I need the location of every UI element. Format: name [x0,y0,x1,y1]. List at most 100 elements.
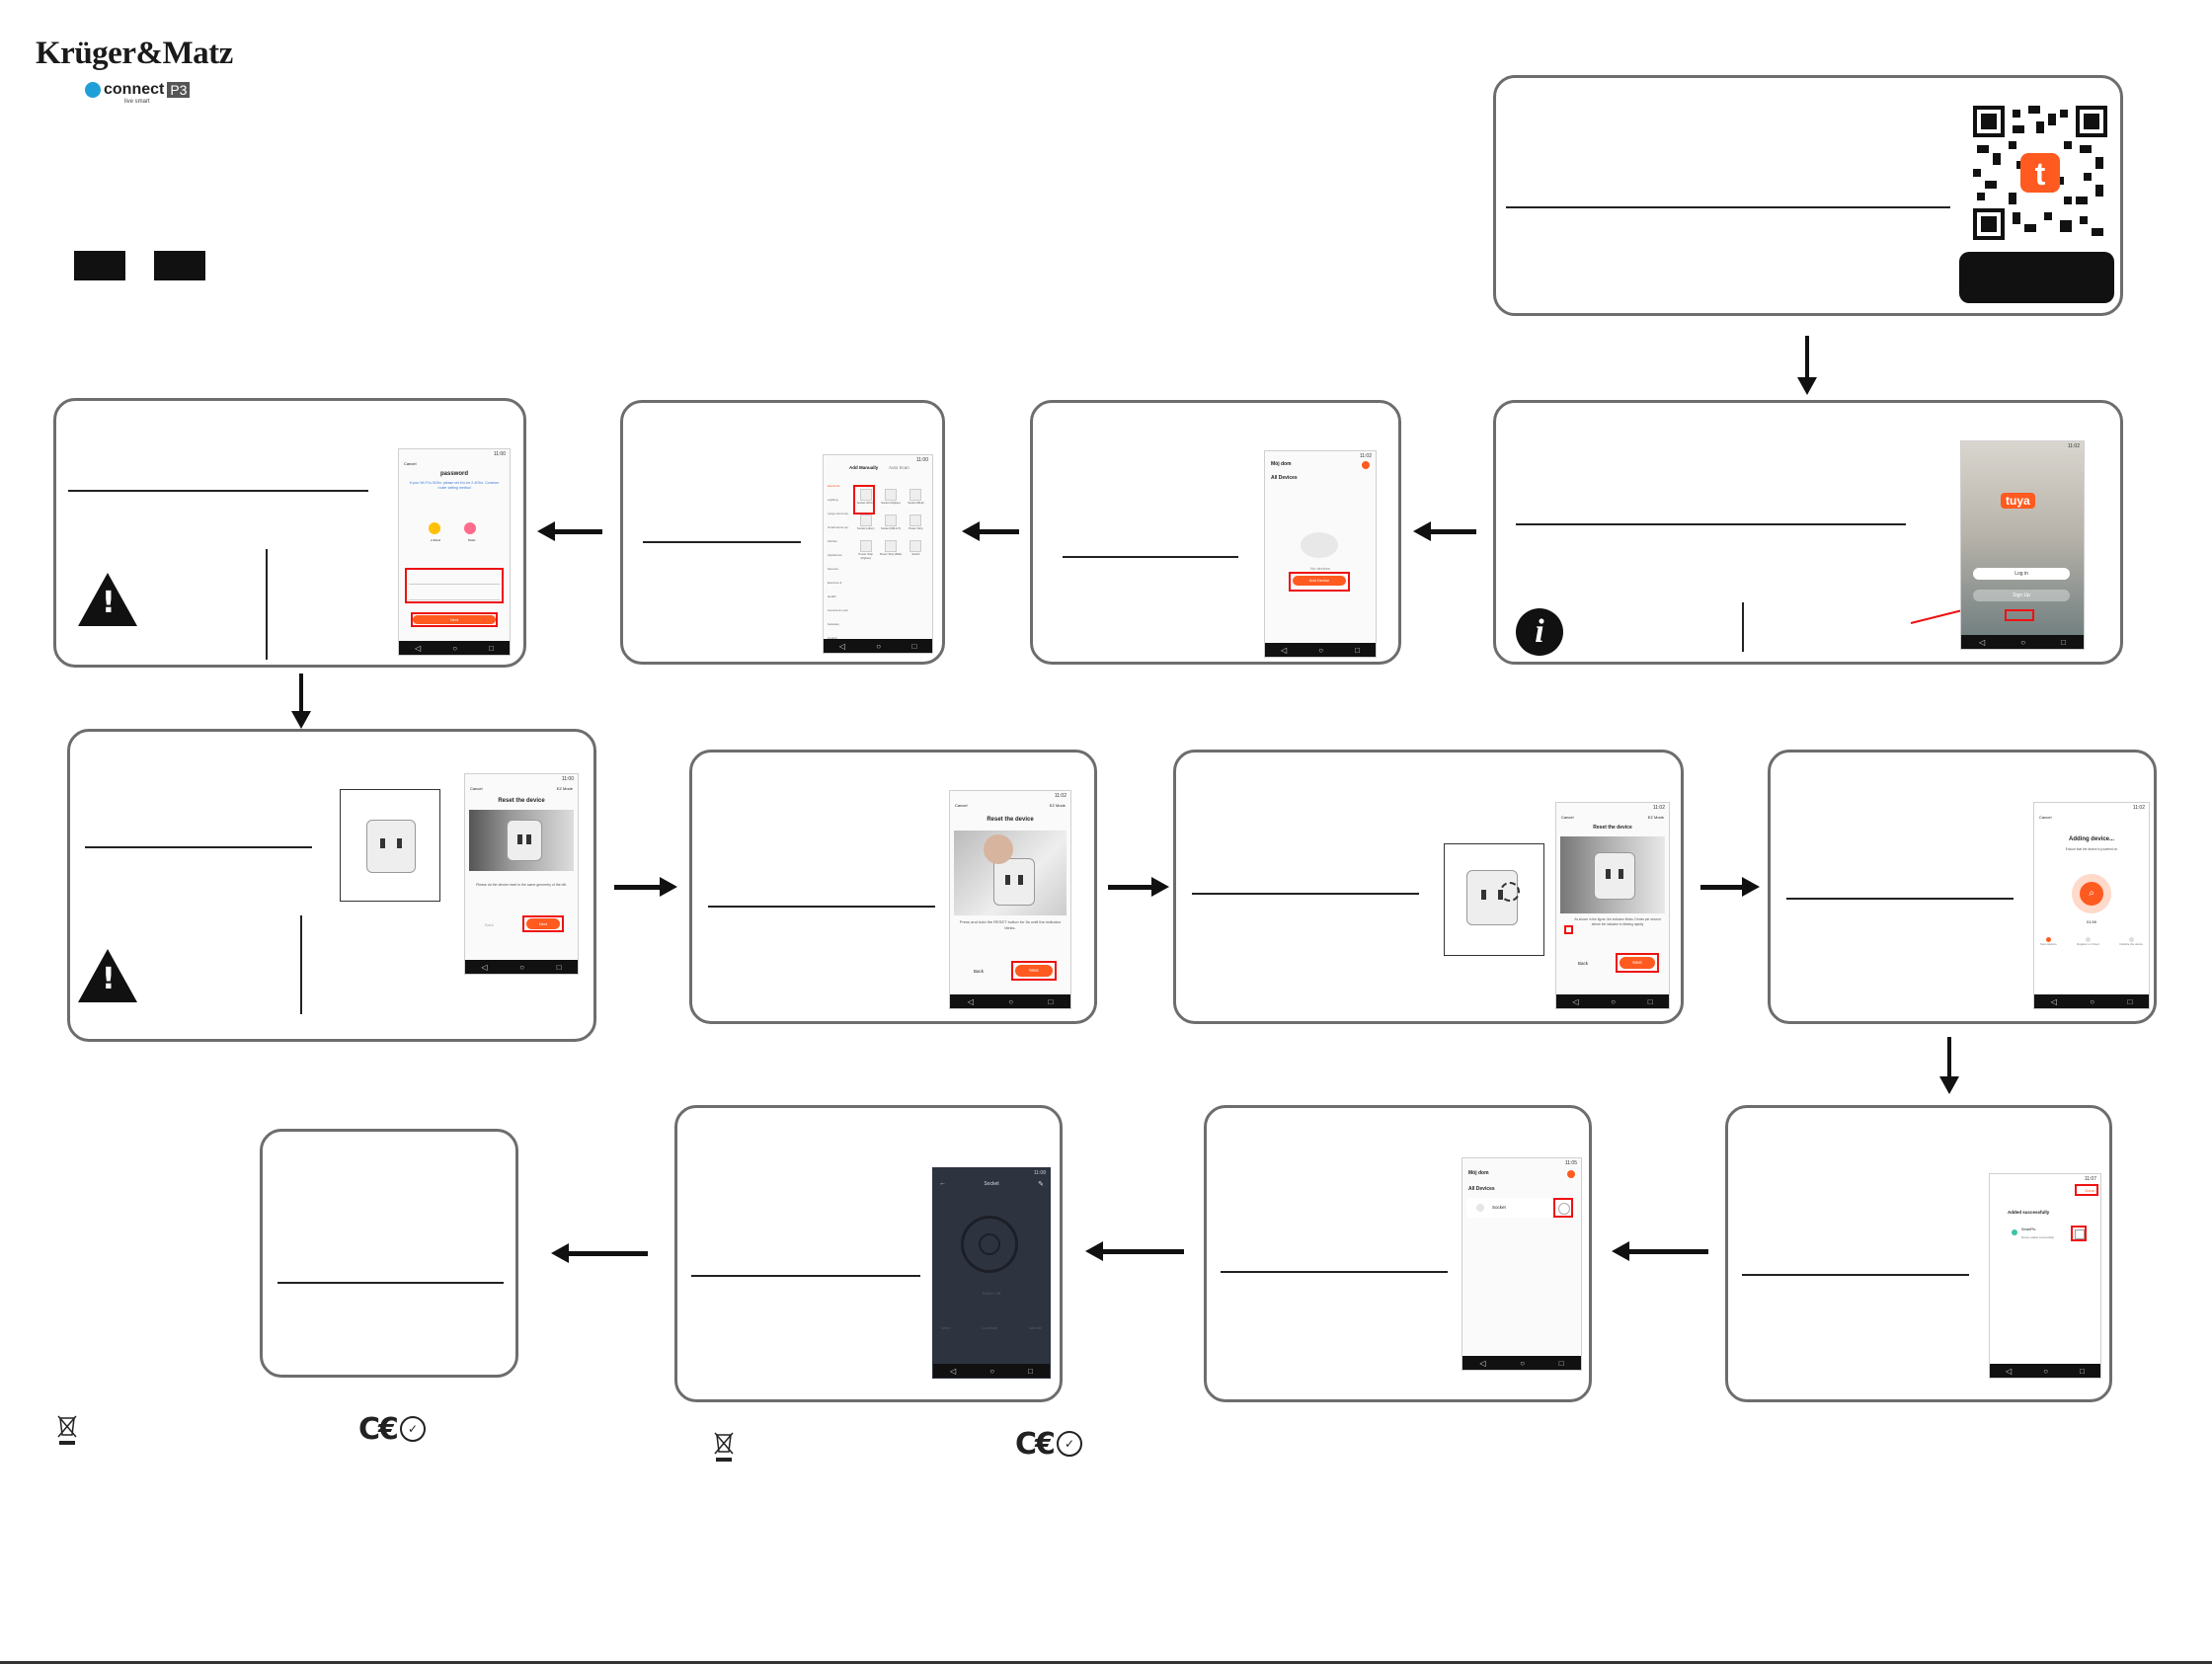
cancel-button[interactable]: Cancel [470,786,483,791]
highlight-box [1553,1198,1573,1218]
device-item[interactable]: Power Strip [904,515,928,530]
status-time: 11:02 [2132,805,2145,811]
device-item[interactable]: Socket (Wi-Fi) [853,489,878,505]
step-indicator-card: 11:02 Cancel EZ Mode Reset the device As… [1173,750,1684,1024]
device-item[interactable]: Socket (BLE) [904,489,928,505]
device-item[interactable]: Switch [904,540,928,560]
signup-button[interactable]: Sign Up [1973,590,2070,601]
next-button[interactable]: Next [413,615,496,624]
category-item[interactable]: Small Home Ap. [828,525,849,529]
highlight-box [522,915,564,932]
add-device-button[interactable]: Add Device [1293,576,1346,586]
tab-countdown[interactable]: Countdown [981,1326,998,1330]
add-icon[interactable] [1362,461,1370,469]
app-store-badge[interactable] [1959,252,2114,303]
connect-icon [85,82,101,98]
category-item[interactable]: Sensors [828,567,839,571]
device-row[interactable]: Socket [1466,1198,1577,1218]
brand-logo: Krüger&Matz connect P3 live smart [36,36,253,105]
home-name[interactable]: Mój dom [1468,1170,1489,1176]
step-item: Register on Cloud [2077,937,2099,946]
android-nav-bar: ◁○□ [950,994,1070,1008]
wifi-field[interactable] [409,572,500,585]
svg-text:t: t [2035,156,2046,192]
divider [1742,1274,1969,1276]
tab-schedule[interactable]: Schedule [1028,1326,1042,1330]
device-item[interactable]: Socket (other) [853,515,878,530]
phone-added-screen: 11:07 Done Added successfully SmartPlu D… [1989,1173,2101,1379]
device-sub: Device added successfully [2021,1235,2054,1239]
phone-add-manually-screen: 11:00 Add Manually Auto Scan Electrical … [823,454,933,654]
device-item[interactable]: Socket (NB-IoT) [878,515,903,530]
all-devices-label: All Devices [1271,475,1298,481]
page-bottom-rule [0,1661,2212,1664]
divider [277,1282,504,1284]
mode-selector[interactable]: EZ Mode [556,786,573,791]
device-item[interactable]: Power Strip (Zigbee) [853,540,878,560]
next-button[interactable]: Next [1015,965,1053,977]
tagline: live smart [124,99,150,105]
device-item[interactable]: Power Strip (BLE) [878,540,903,560]
language-tab-1[interactable] [74,251,125,280]
model-badge: P3 [167,82,191,98]
control-tabs: Switch Countdown Schedule [941,1326,1042,1330]
android-nav-bar: ◁○□ [2034,994,2149,1008]
divider [643,541,801,543]
add-manually-tab[interactable]: Add Manually [849,465,879,470]
arrow-left [1612,1241,1708,1261]
arrow-left [1085,1241,1184,1261]
auto-scan-tab[interactable]: Auto Scan [889,465,909,470]
login-button[interactable]: Log in [1973,568,2070,580]
back-button[interactable]: Back [974,969,985,974]
vertical-separator [300,915,302,1014]
edit-icon[interactable]: ✎ [1038,1181,1044,1188]
back-button[interactable]: Back [485,922,494,927]
vertical-separator [1742,602,1744,652]
mode-selector[interactable]: EZ Mode [1049,803,1066,808]
android-nav-bar: ◁○□ [824,639,932,653]
device-name: SmartPlu [2021,1228,2036,1231]
reset-title: Reset the device [1593,825,1632,831]
back-arrow-icon[interactable]: ← [939,1180,946,1187]
cancel-button[interactable]: Cancel [2039,815,2052,820]
device-photo [954,831,1066,915]
category-item[interactable]: Lighting [828,498,838,502]
power-button[interactable] [961,1216,1018,1273]
cancel-button[interactable]: Cancel [1561,815,1574,820]
socket-illustration [1444,843,1544,956]
cancel-button[interactable]: Cancel [404,461,417,466]
add-icon[interactable] [1567,1170,1575,1178]
next-button[interactable]: Next [526,918,560,929]
indicator-hint: As shown in the figure, the indicator bl… [1574,917,1661,926]
arrow-down [1939,1037,1959,1094]
device-item[interactable]: Socket (Zigbee) [878,489,903,505]
arrow-left [962,521,1019,541]
step-adding-card: 11:02 Cancel Adding device... Ensure tha… [1768,750,2157,1024]
category-item[interactable]: Gateway Control [828,622,839,640]
next-button[interactable]: Next [1620,957,1655,969]
checkbox-highlight[interactable] [1564,925,1573,934]
category-item[interactable]: Camera & Lock [828,608,848,612]
edit-icon[interactable] [2075,1229,2085,1239]
divider [1192,893,1419,895]
language-tab-2[interactable] [154,251,205,280]
done-button[interactable]: Done [2085,1188,2094,1193]
home-name[interactable]: Mój dom [1271,461,1292,467]
mode-selector[interactable]: EZ Mode [1647,815,1664,820]
blink-indicator-icon [1500,882,1520,902]
category-item[interactable]: Electrical [828,484,840,488]
password-field[interactable] [409,588,500,600]
category-item[interactable]: Large Home Ap. [828,512,849,515]
plug-icon [1466,870,1518,925]
highlight-box [1616,953,1659,973]
step-control-card: 11:08 ← Socket ✎ Switch Off Switch Count… [674,1105,1063,1402]
no-devices-label: No devices [1310,566,1330,571]
android-nav-bar: ◁○□ [399,641,510,655]
power-toggle-icon[interactable] [1558,1203,1570,1215]
cancel-button[interactable]: Cancel [955,803,968,808]
tab-switch[interactable]: Switch [941,1326,951,1330]
category-item[interactable]: Exercise & Health [828,581,842,598]
back-button[interactable]: Back [1578,961,1589,966]
highlight-box [1289,572,1350,592]
category-item[interactable]: Kitchen Appliances [828,539,842,557]
